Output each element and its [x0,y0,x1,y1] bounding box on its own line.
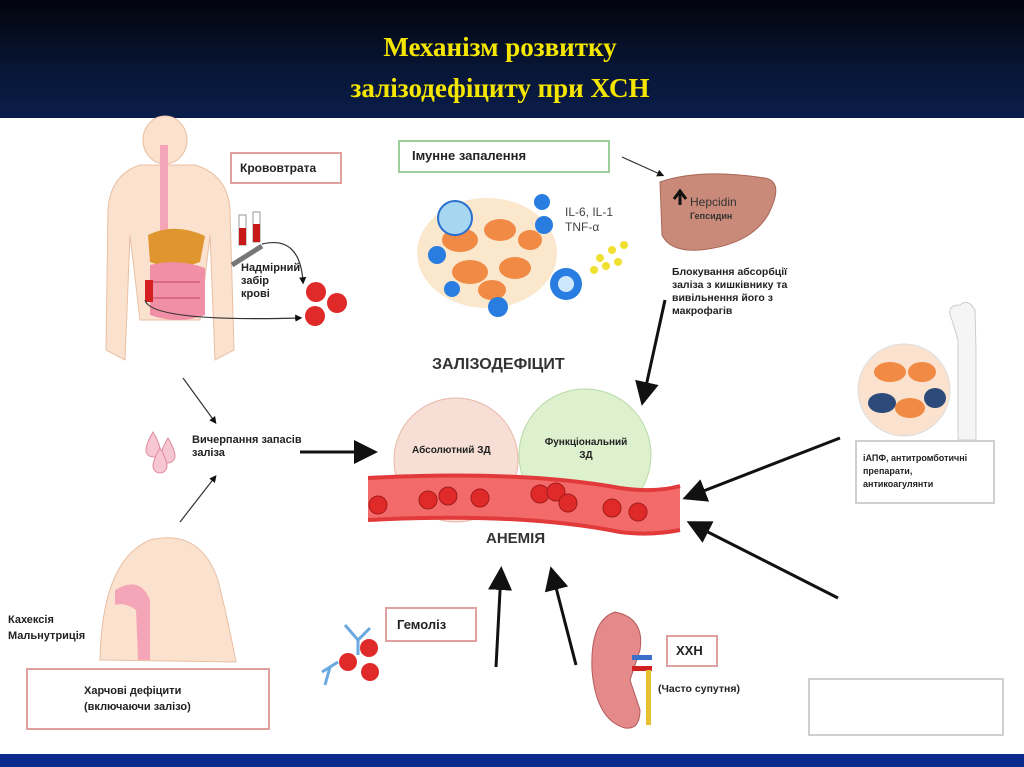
slide-footer-bar [0,754,1024,767]
blood-vessel-icon [367,473,681,536]
hemolysis-box: Гемоліз [385,607,477,642]
drugs-box: іАПФ, антитромботичні препарати, антикоа… [855,440,995,504]
hepcidin-label: Hepcidin Гепсидин [690,195,737,221]
functional-id-label: Функціональний ЗД [544,437,628,461]
depletion-label: Вичерпання запасів заліза [192,434,302,459]
cytokine-dots-icon [590,241,628,274]
immune-inflammation-box: Імунне запалення [398,140,610,173]
slide-title-line2: залізодефіциту при ХСН [350,73,650,103]
excess-blood-draw-label: Надмірний забір крові [241,262,301,300]
blood-loss-box: Крововтрата [230,152,342,184]
tissue-cells-icon [417,194,582,317]
head-profile-icon [99,537,237,663]
cachexia-label: Кахексія Мальнутриція [8,614,86,642]
empty-box [808,678,1004,736]
iron-deficiency-heading: ЗАЛІЗОДЕФІЦИТ [432,356,565,373]
blood-tubes-icon [230,211,264,268]
anemia-label: АНЕМІЯ [486,530,546,547]
absolute-id-label: Абсолютний ЗД [412,445,491,456]
kidney-icon [591,611,652,729]
up-arrow-icon [672,188,688,205]
slide-title-line1: Механізм розвитку [383,32,617,62]
blood-drops-icon [145,431,176,474]
bone-marrow-icon [857,301,977,441]
cytokines-label: IL-6, IL-1 TNF-α [565,205,614,234]
ckd-note-label: (Часто супутня) [658,683,740,695]
antibody-icon [321,624,379,686]
absorption-block-label: Блокування абсорбції заліза з кишківнику… [672,266,788,317]
slide-header [0,0,1024,118]
liver-icon [659,173,777,251]
dietary-deficits-box: Харчові дефіцити (включаючи залізо) [26,668,270,730]
body-silhouette-icon [105,115,235,361]
rbc-cluster-icon [305,282,347,326]
ckd-box: ХХН [666,635,718,667]
